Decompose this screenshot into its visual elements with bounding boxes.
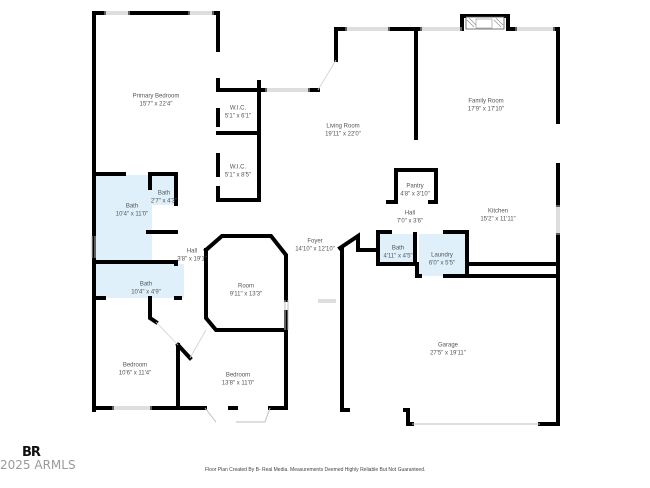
disclaimer-text: Floor Plan Created By B- Real Media. Mea… xyxy=(205,467,426,473)
room-label-room: Room 9'11" x 13'3" xyxy=(229,283,263,298)
room-label-bath-small: Bath 2'7" x 4'3" xyxy=(150,190,178,205)
room-label-garage: Garage 27'5" x 19'11" xyxy=(430,342,466,357)
room-label-laundry: Laundry 6'0" x 5'5" xyxy=(428,252,456,267)
room-label-bedroom-1: Bedroom 10'6" x 11'4" xyxy=(118,362,152,377)
room-label-hall-west: Hall 3'8" x 19'1" xyxy=(177,248,207,263)
room-label-foyer: Foyer 14'10" x 12'10" xyxy=(295,238,335,253)
room-label-pantry: Pantry 4'8" x 3'10" xyxy=(400,183,430,198)
br-logo: BR xyxy=(22,445,41,460)
room-label-bath-hall: Bath 10'4" x 4'9" xyxy=(131,281,161,296)
room-label-primary-bedroom: Primary Bedroom 15'7" x 22'4" xyxy=(132,93,180,108)
room-label-wic-2: W.I.C. 5'1" x 8'5" xyxy=(224,164,252,179)
room-label-family-room: Family Room 17'9" x 17'10" xyxy=(467,98,505,113)
windows xyxy=(91,11,560,425)
wet-area-fills xyxy=(96,175,467,298)
room-label-bath-primary: Bath 10'4" x 11'0" xyxy=(115,203,149,218)
room-label-kitchen: Kitchen 15'2" x 11'11" xyxy=(480,208,516,223)
room-label-wic-1: W.I.C. 5'1" x 6'1" xyxy=(224,105,252,120)
room-label-living-room: Living Room 19'11" x 22'0" xyxy=(325,123,361,138)
room-label-bedroom-2: Bedroom 13'8" x 11'0" xyxy=(221,372,255,387)
room-label-hall-east: Hall 7'0" x 3'6" xyxy=(396,210,424,225)
door-openings xyxy=(155,59,337,359)
fireplace-icon xyxy=(465,16,505,30)
mls-watermark: 2025 ARMLS xyxy=(0,458,76,472)
walls xyxy=(92,11,560,426)
room-label-bath-east: Bath 4'11" x 4'5" xyxy=(383,245,413,260)
